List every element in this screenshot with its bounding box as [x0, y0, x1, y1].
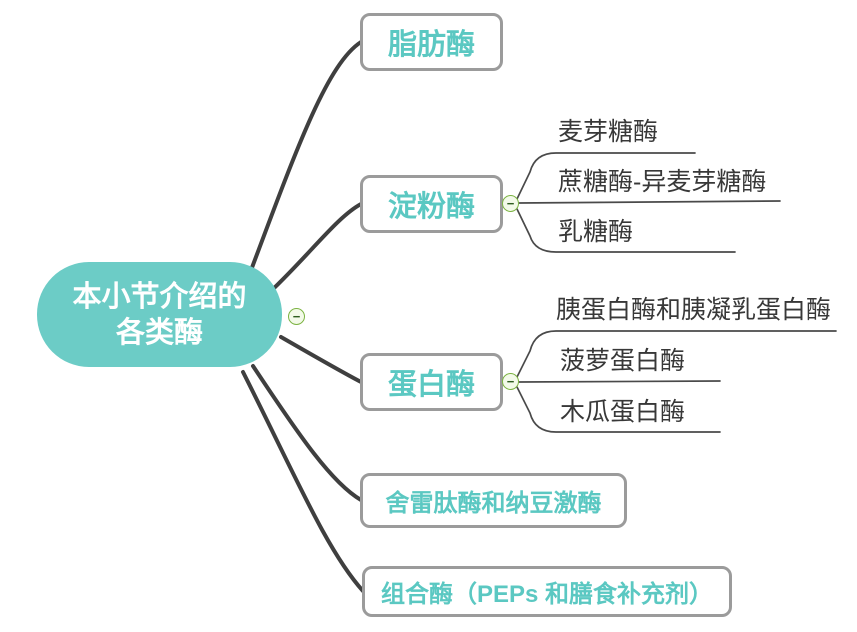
branch-curve-combo	[241, 370, 365, 593]
topic-protease-label: 蛋白酶	[387, 369, 475, 401]
subtopic-trypsin-chymotrypsin[interactable]: 胰蛋白酶和胰凝乳蛋白酶	[556, 296, 832, 324]
minus-glyph: −	[506, 374, 515, 389]
collapse-minus-icon-root[interactable]: −	[288, 308, 305, 325]
root-label-line2: 各类酶	[115, 316, 203, 349]
topic-lipase-label: 脂肪酶	[387, 29, 475, 61]
subtopic-papain[interactable]: 木瓜蛋白酶	[560, 398, 686, 426]
child-line-papain	[516, 386, 721, 433]
child-line-sucrase	[518, 200, 781, 204]
child-line-bromelain	[518, 380, 721, 383]
subtopic-bromelain[interactable]: 菠萝蛋白酶	[560, 347, 686, 375]
topic-combination-enzymes[interactable]: 组合酶（PEPs 和膳食补充剂）	[362, 566, 732, 617]
branch-curve-protease	[279, 335, 363, 384]
collapse-minus-icon-amylase[interactable]: −	[502, 195, 519, 212]
child-line-trypsin	[516, 330, 837, 378]
minus-glyph: −	[506, 196, 515, 211]
topic-amylase-label: 淀粉酶	[387, 191, 475, 223]
child-line-maltase	[516, 152, 696, 200]
subtopic-lactase[interactable]: 乳糖酶	[558, 218, 634, 246]
topic-combination-enzymes-label: 组合酶（PEPs 和膳食补充剂）	[380, 581, 714, 608]
root-node[interactable]: 本小节介绍的 各类酶	[37, 262, 282, 367]
branch-curve-lipase	[248, 40, 363, 275]
child-line-lactase	[516, 208, 736, 253]
root-label-line1: 本小节介绍的	[72, 280, 247, 313]
subtopic-sucrase-isomaltase[interactable]: 蔗糖酶-异麦芽糖酶	[558, 168, 767, 196]
topic-amylase[interactable]: 淀粉酶	[360, 175, 503, 233]
branch-curve-amylase	[269, 202, 363, 293]
minus-glyph: −	[292, 309, 301, 324]
topic-protease[interactable]: 蛋白酶	[360, 353, 503, 411]
topic-lipase[interactable]: 脂肪酶	[360, 13, 503, 71]
topic-serrapeptase-nattokinase[interactable]: 舍雷肽酶和纳豆激酶	[360, 473, 627, 528]
branch-curve-serra	[251, 364, 363, 502]
topic-serrapeptase-nattokinase-label: 舍雷肽酶和纳豆激酶	[385, 490, 602, 517]
collapse-minus-icon-protease[interactable]: −	[502, 373, 519, 390]
subtopic-maltase[interactable]: 麦芽糖酶	[558, 118, 659, 146]
